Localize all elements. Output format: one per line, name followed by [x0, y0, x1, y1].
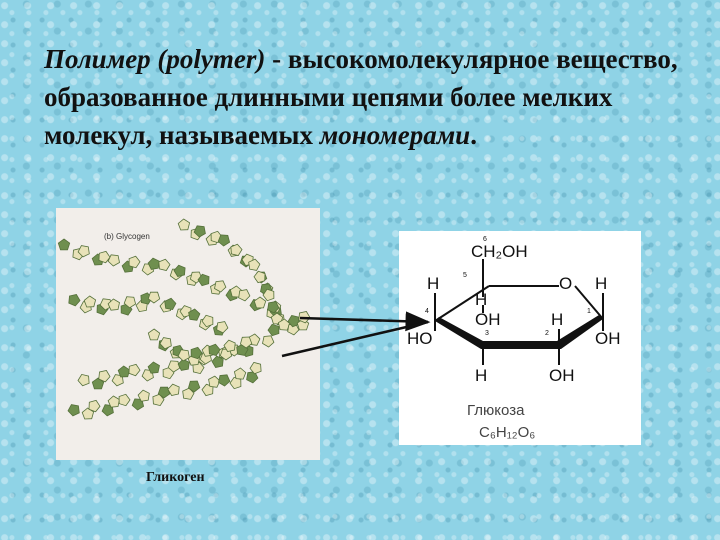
carbon-5-number: 5 — [463, 272, 467, 279]
glucose-unit-bead — [182, 387, 195, 400]
glucose-unit-bead — [218, 374, 231, 387]
glucose-unit-bead — [262, 288, 275, 302]
glucose-unit-bead — [217, 234, 231, 247]
glucose-unit-bead — [159, 337, 172, 350]
glucose-unit-bead — [262, 335, 275, 348]
glucose-unit-bead — [107, 395, 120, 408]
carbon-6-number: 6 — [483, 236, 487, 243]
glucose-unit-bead — [77, 245, 90, 258]
glucose-unit-bead — [239, 336, 253, 349]
glucose-unit-bead — [81, 407, 95, 420]
c1-top-h: H — [595, 274, 607, 293]
glucose-unit-bead — [230, 243, 243, 256]
glucose-unit-bead — [118, 393, 131, 407]
glucose-unit-bead — [107, 298, 120, 311]
slide-heading: Полимер (polymer) - высокомолекулярное в… — [44, 40, 694, 154]
glycogen-small-caption: (b) Glycogen — [104, 232, 150, 241]
c2-h: H — [551, 310, 563, 329]
c3-oh: OH — [475, 310, 501, 329]
glucose-unit-bead — [208, 343, 221, 357]
glucose-unit-bead — [83, 295, 97, 308]
glucose-unit-bead — [219, 348, 233, 361]
glucose-unit-bead — [164, 297, 177, 311]
glucose-unit-bead — [88, 399, 101, 413]
c2-oh: OH — [549, 366, 575, 385]
glucose-unit-bead — [67, 404, 80, 417]
glucose-unit-bead — [267, 323, 280, 337]
glucose-unit-bead — [193, 225, 206, 238]
glucose-unit-bead — [187, 380, 201, 393]
glucose-unit-bead — [190, 346, 203, 360]
glucose-unit-bead — [208, 375, 221, 388]
glucose-unit-bead — [147, 361, 160, 374]
ring-bold-edge — [435, 315, 603, 349]
glucose-structure: CH₂OH 6 H 5 O H H OH H 4 1 3 2 HO OH H O… — [399, 231, 641, 445]
glucose-unit-bead — [177, 218, 191, 231]
glucose-unit-bead — [147, 257, 160, 270]
glucose-unit-bead — [253, 296, 267, 309]
glucose-unit-bead — [177, 349, 190, 362]
ring-oxygen: O — [559, 274, 572, 293]
glucose-unit-bead — [147, 328, 161, 341]
c3-bottom-h: H — [475, 366, 487, 385]
glucose-unit-bead — [157, 386, 171, 399]
monomers-term: мономерами — [319, 120, 471, 150]
glucose-unit-bead — [77, 373, 90, 387]
glucose-unit-bead — [98, 250, 111, 264]
glucose-unit-bead — [216, 321, 229, 334]
ch2oh-group: CH₂OH — [471, 242, 528, 261]
glucose-unit-bead — [238, 289, 251, 302]
glucose-unit-bead — [223, 339, 236, 352]
glycogen-label: Гликоген — [146, 470, 205, 485]
glucose-unit-bead — [137, 389, 150, 402]
glucose-unit-bead — [123, 296, 137, 309]
glucose-unit-bead — [147, 291, 161, 304]
carbon-2-number: 2 — [545, 330, 549, 337]
glucose-unit-bead — [248, 258, 261, 271]
glucose-unit-bead — [253, 270, 266, 284]
glucose-name: Глюкоза — [467, 402, 525, 419]
glucose-unit-bead — [173, 264, 186, 277]
glucose-unit-bead — [167, 383, 180, 396]
glucose-unit-bead — [201, 314, 214, 328]
glucose-unit-bead — [158, 258, 171, 271]
glucose-unit-bead — [128, 363, 141, 377]
glucose-unit-bead — [229, 376, 242, 390]
glucose-unit-bead — [128, 255, 141, 269]
carbon-1-number: 1 — [587, 308, 591, 315]
glycogen-chains — [57, 218, 311, 420]
glucose-unit-bead — [249, 361, 262, 375]
definition-text: - высокомолекулярное вещество, образован… — [44, 44, 678, 150]
glucose-unit-bead — [68, 294, 81, 307]
glucose-unit-bead — [57, 238, 71, 251]
glucose-unit-bead — [197, 273, 210, 287]
glucose-unit-bead — [131, 398, 145, 411]
glucose-unit-bead — [214, 280, 227, 293]
glucose-unit-bead — [188, 308, 201, 321]
glucose-unit-bead — [98, 370, 111, 383]
c4-top-h: H — [427, 274, 439, 293]
carbon-3-number: 3 — [485, 330, 489, 337]
carbon-4-number: 4 — [425, 308, 429, 315]
glucose-unit-bead — [233, 367, 247, 380]
heading-end: . — [470, 120, 477, 150]
c1-oh: OH — [595, 329, 621, 348]
glycogen-image — [56, 208, 320, 460]
c5-h: H — [475, 290, 487, 309]
glucose-unit-bead — [107, 254, 120, 267]
glucose-ring-diagram: CH₂OH 6 H 5 O H H OH H 4 1 3 2 HO OH H O… — [407, 236, 621, 441]
glucose-unit-bead — [267, 301, 280, 314]
polymer-term: Полимер (polymer) — [44, 44, 266, 74]
glucose-unit-bead — [211, 355, 224, 368]
c4-ho: HO — [407, 329, 433, 348]
glucose-unit-bead — [117, 365, 131, 378]
glucose-formula: C₆H₁₂O₆ — [479, 424, 535, 441]
